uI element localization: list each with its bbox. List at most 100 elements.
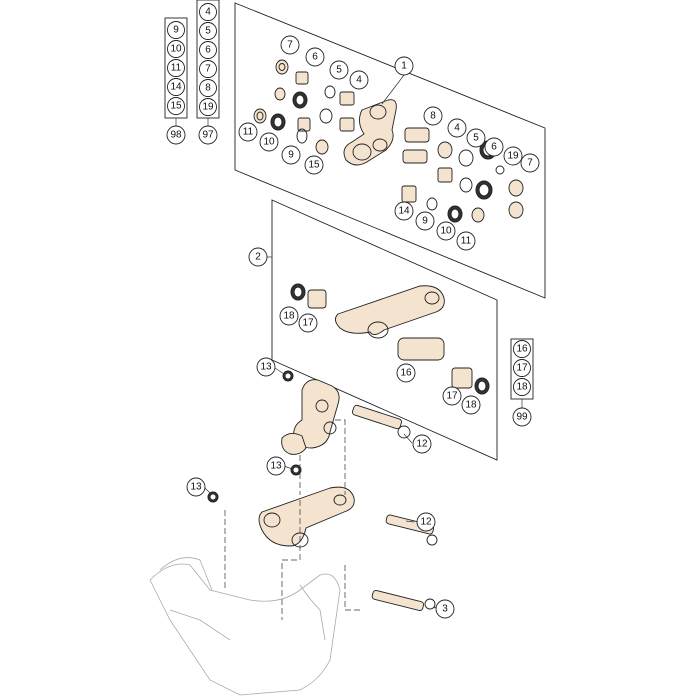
- frame-ghost: [149, 557, 436, 696]
- kit-list-callout-text: 19: [202, 102, 214, 113]
- kit-list-callout: [167, 97, 185, 115]
- part-callout-c13c: [186, 477, 206, 497]
- part-callout-c9b: [415, 211, 435, 231]
- part-callout-text-c18b: 18: [465, 400, 477, 411]
- part-callout-text-c1: 1: [401, 61, 407, 72]
- part-callout-text-c4b: 4: [454, 123, 460, 134]
- kit-label-98-text: 98: [170, 130, 182, 141]
- part-callout-text-c12a: 12: [416, 439, 428, 450]
- part-callout-c2: [248, 247, 268, 267]
- part-callout-c10a: [259, 132, 279, 152]
- kit-label-98: [166, 125, 186, 145]
- kit-list-callout-text: 15: [170, 101, 182, 112]
- kit-list-callout: [199, 41, 217, 59]
- kit-2-parts: [290, 283, 490, 395]
- kit-list-callout: [513, 359, 531, 377]
- part-callout-c14: [394, 201, 414, 221]
- part-callout-text-c17b: 17: [446, 391, 458, 402]
- part-callout-c11a: [238, 122, 258, 142]
- kit-list-callout-text: 9: [173, 25, 179, 36]
- part-callout-c10b: [436, 221, 456, 241]
- part-callout-text-c4a: 4: [356, 75, 362, 86]
- part-callout-text-c5b: 5: [473, 133, 479, 144]
- part-callout-c19: [503, 146, 523, 166]
- part-callout-c16: [396, 363, 416, 383]
- kit-label-97-text: 97: [202, 130, 214, 141]
- part-callout-text-c12b: 12: [420, 517, 432, 528]
- kit-list-97: 4 5 6 7 8 19 97: [196, 0, 220, 145]
- part-callout-c13b: [266, 456, 286, 476]
- kit-list-callout-text: 4: [205, 7, 211, 18]
- kit-list-callout-text: 6: [205, 45, 211, 56]
- part-callout-c6b: [484, 137, 504, 157]
- part-callout-text-c6a: 6: [312, 52, 318, 63]
- kit-list-callout-text: 7: [205, 64, 211, 75]
- part-callout-c6a: [305, 47, 325, 67]
- kit-list-callout: [513, 340, 531, 358]
- part-callout-text-c6b: 6: [491, 142, 497, 153]
- part-callout-text-c11a: 11: [243, 127, 254, 138]
- part-callout-text-c9a: 9: [288, 150, 294, 161]
- kit-label-99: [512, 407, 532, 427]
- part-callout-text-c13a: 13: [260, 362, 272, 373]
- part-callout-c7b: [520, 153, 540, 173]
- part-callout-text-c11b: 11: [461, 236, 472, 247]
- kit-list-callout: [167, 40, 185, 58]
- part-callout-c17b: [442, 386, 462, 406]
- kit-list-callout: [199, 60, 217, 78]
- part-callout-c12a: [412, 434, 432, 454]
- part-callout-text-c9b: 9: [422, 216, 428, 227]
- part-callout-c17a: [298, 313, 318, 333]
- kit-list-callout: [513, 378, 531, 396]
- part-callout-text-c13c: 13: [190, 482, 202, 493]
- part-callout-text-c7b: 7: [527, 158, 533, 169]
- kit-list-callout-text: 11: [171, 63, 182, 74]
- part-callout-text-c7a: 7: [287, 40, 293, 51]
- panel-kit-1: [234, 2, 546, 299]
- part-callout-c4a: [349, 70, 369, 90]
- panel-kit-2: [271, 199, 498, 461]
- part-callout-c9a: [281, 145, 301, 165]
- part-callout-c1: [394, 56, 414, 76]
- part-callout-text-c17a: 17: [302, 318, 314, 329]
- kit-list-callout-text: 8: [205, 83, 211, 94]
- part-callout-text-c10a: 10: [263, 137, 275, 148]
- kit-list-callout-text: 17: [516, 363, 528, 374]
- kit-list-callout: [167, 59, 185, 77]
- part-callout-c7a: [280, 35, 300, 55]
- assembled-pull-rod: [207, 486, 438, 548]
- part-callout-c15: [304, 155, 324, 175]
- part-callout-c18a: [279, 306, 299, 326]
- kit-list-98: 9 10 11 14 15 98: [164, 17, 188, 145]
- kit-list-callout: [199, 22, 217, 40]
- kit-list-callout-text: 14: [170, 82, 182, 93]
- kit-list-callout: [167, 78, 185, 96]
- callout-group: 1234455667789910101111121213131314151617…: [186, 35, 540, 619]
- part-callout-c18b: [461, 395, 481, 415]
- kit-list-callout: [199, 98, 217, 116]
- kit-list-callout-text: 5: [205, 26, 211, 37]
- kit-list-callout-text: 16: [516, 344, 528, 355]
- kit-list-callout-text: 10: [170, 44, 182, 55]
- kit-list-callout: [199, 3, 217, 21]
- part-callout-text-c10b: 10: [440, 226, 452, 237]
- part-callout-c5a: [329, 60, 349, 80]
- part-callout-text-c19: 19: [507, 151, 519, 162]
- part-callout-c4b: [447, 118, 467, 138]
- part-callout-text-c13b: 13: [270, 461, 282, 472]
- kit-list-99: 16 17 18 99: [510, 338, 534, 427]
- assembled-rocker: [281, 370, 411, 476]
- part-callout-text-c16: 16: [400, 368, 412, 379]
- part-callout-text-c18a: 18: [283, 311, 295, 322]
- part-callout-c8: [423, 106, 443, 126]
- assembly-lines: [224, 419, 360, 620]
- kit-label-99-text: 99: [516, 412, 528, 423]
- part-callout-c11b: [456, 231, 476, 251]
- part-callout-text-c14: 14: [398, 206, 410, 217]
- kit-list-callout: [167, 21, 185, 39]
- kit-list-callout: [199, 79, 217, 97]
- part-callout-c5b: [466, 128, 486, 148]
- kit-list-callout-text: 18: [516, 382, 528, 393]
- kit-label-97: [198, 125, 218, 145]
